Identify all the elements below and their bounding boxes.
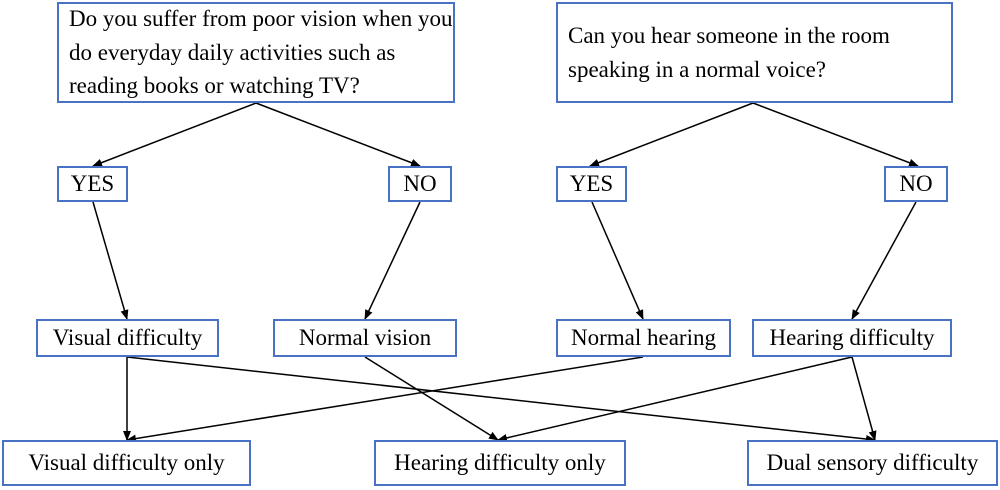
- arrow-hearing-difficulty-to-hearing-only: [497, 356, 853, 442]
- vision-no-label: NO: [403, 170, 437, 196]
- visual-difficulty-only-box: Visual difficulty only: [2, 440, 251, 486]
- hearing-yes-box: YES: [556, 166, 627, 202]
- vision-question-text: Do you suffer from poor vision when you …: [69, 6, 453, 99]
- vision-question-box: Do you suffer from poor vision when you …: [57, 2, 455, 103]
- normal-vision-label: Normal vision: [298, 324, 432, 350]
- arrow-hearing-yes-to-normal-hearing: [591, 201, 644, 320]
- hearing-yes-label: YES: [569, 170, 614, 196]
- dual-sensory-difficulty-label: Dual sensory difficulty: [766, 449, 979, 475]
- visual-difficulty-box: Visual difficulty: [36, 319, 219, 357]
- arrow-visual-difficulty-to-dual: [126, 356, 876, 443]
- arrow-normal-hearing-to-visual-only: [126, 356, 644, 443]
- arrow-vision-to-yes: [92, 102, 257, 167]
- arrow-vision-to-no: [255, 102, 421, 167]
- hearing-difficulty-only-label: Hearing difficulty only: [394, 449, 606, 475]
- arrow-hearing-no-to-hearing-difficulty: [851, 201, 917, 320]
- arrow-vision-no-to-normal-vision: [364, 201, 421, 320]
- hearing-no-box: NO: [884, 166, 948, 202]
- normal-vision-box: Normal vision: [273, 319, 457, 357]
- visual-difficulty-label: Visual difficulty: [52, 324, 203, 350]
- hearing-no-label: NO: [899, 170, 933, 196]
- dual-sensory-difficulty-box: Dual sensory difficulty: [747, 440, 998, 486]
- vision-yes-box: YES: [57, 166, 128, 202]
- arrow-hearing-to-yes: [589, 102, 754, 167]
- arrow-vision-yes-to-visual-difficulty: [92, 201, 129, 320]
- arrow-hearing-difficulty-to-dual: [851, 356, 877, 441]
- hearing-difficulty-only-box: Hearing difficulty only: [374, 440, 626, 486]
- vision-no-box: NO: [388, 166, 452, 202]
- visual-difficulty-only-label: Visual difficulty only: [28, 449, 225, 475]
- hearing-difficulty-box: Hearing difficulty: [752, 319, 952, 357]
- normal-hearing-label: Normal hearing: [571, 324, 716, 350]
- vision-yes-label: YES: [70, 170, 115, 196]
- normal-hearing-box: Normal hearing: [556, 319, 731, 357]
- hearing-difficulty-label: Hearing difficulty: [769, 324, 935, 350]
- hearing-question-text: Can you hear someone in the room speakin…: [568, 23, 890, 82]
- arrow-normal-vision-to-hearing-only: [364, 356, 499, 441]
- hearing-question-box: Can you hear someone in the room speakin…: [556, 2, 953, 103]
- arrow-hearing-to-no: [752, 102, 919, 167]
